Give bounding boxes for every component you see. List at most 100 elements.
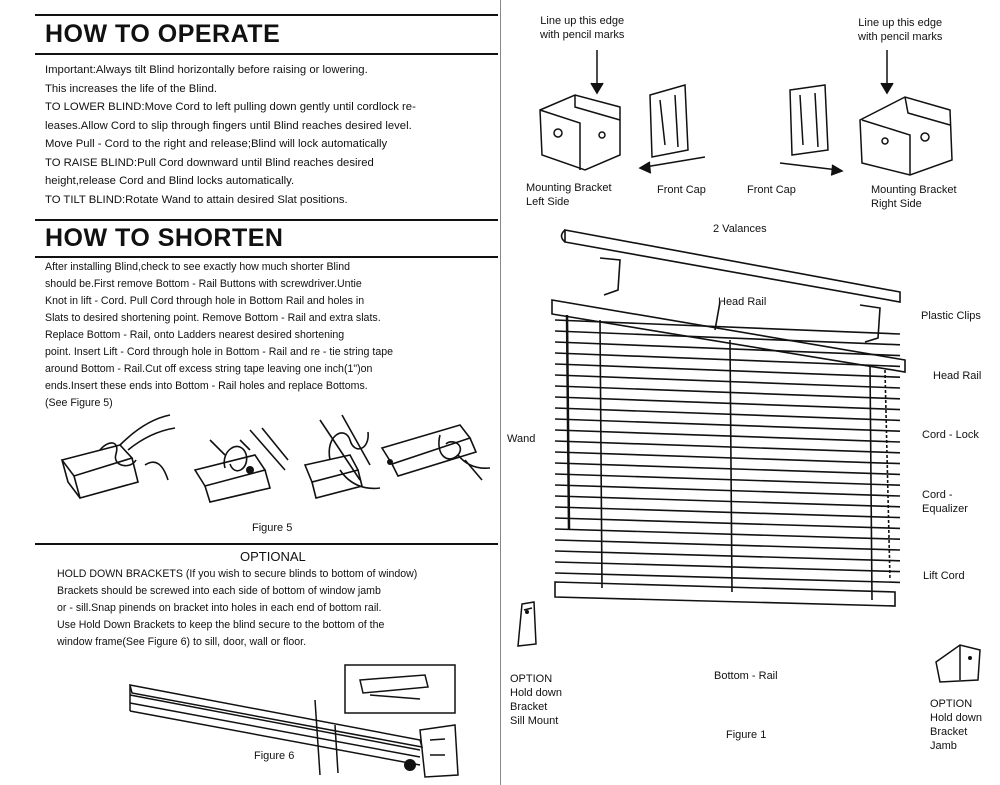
blind-slat xyxy=(554,341,901,357)
operate-line: Important:Always tilt Blind horizontally… xyxy=(45,64,368,76)
figure6-illustration xyxy=(128,664,459,778)
operate-text: Important:Always tilt Blind horizontally… xyxy=(45,61,416,209)
label-line: Bracket xyxy=(510,701,548,713)
operate-line: height,release Cord and Blind locks auto… xyxy=(45,175,295,187)
blind-slat xyxy=(554,363,901,378)
operate-line: TO RAISE BLIND:Pull Cord downward until … xyxy=(45,156,374,169)
operate-line: Move Pull - Cord to the right and releas… xyxy=(45,138,388,150)
blind-slat xyxy=(554,429,901,443)
blind-slat xyxy=(554,517,901,530)
bottom-rail-label: Bottom - Rail xyxy=(714,670,778,682)
shorten-line: ends.Insert these ends into Bottom - Rai… xyxy=(45,380,368,392)
blind-slat xyxy=(554,572,901,584)
label-line: Hold down xyxy=(930,712,982,724)
column-divider xyxy=(500,0,501,785)
blind-slat xyxy=(554,473,901,486)
shorten-line: should be.First remove Bottom - Rail But… xyxy=(45,278,362,290)
label-line: Jamb xyxy=(930,740,957,752)
cord-equalizer-label: Cord - Equalizer xyxy=(922,488,968,516)
operate-line: leases.Allow Cord to slip through finger… xyxy=(45,119,412,132)
label-line: OPTION xyxy=(510,673,553,685)
blind-slat xyxy=(554,319,901,335)
label-line: Left Side xyxy=(526,196,570,208)
label-line: Right Side xyxy=(871,198,922,210)
label-line: Hold down xyxy=(510,687,562,699)
blind-slat xyxy=(554,418,901,432)
shorten-text: After installing Blind,check to see exac… xyxy=(45,259,393,412)
blind-slat xyxy=(554,462,901,476)
shorten-heading: HOW TO SHORTEN xyxy=(45,224,284,252)
optional-text: HOLD DOWN BRACKETS (If you wish to secur… xyxy=(57,566,417,651)
optional-line: Brackets should be screwed into each sid… xyxy=(57,585,381,597)
figure5-caption: Figure 5 xyxy=(252,522,293,534)
blind-slat xyxy=(554,385,901,400)
front-cap-left-label: Front Cap xyxy=(657,184,706,196)
label-line: Mounting Bracket xyxy=(871,184,957,196)
optional-line: Use Hold Down Brackets to keep the blind… xyxy=(57,619,385,631)
operate-line: TO LOWER BLIND:Move Cord to left pulling… xyxy=(45,101,416,113)
blind-illustration xyxy=(551,229,906,607)
blind-slat xyxy=(554,451,901,465)
label-line: Sill Mount xyxy=(510,715,559,727)
blind-slat xyxy=(554,440,901,454)
operate-heading: HOW TO OPERATE xyxy=(45,20,281,48)
blind-slat xyxy=(554,539,901,551)
wand-label: Wand xyxy=(507,433,536,445)
shorten-line: around Bottom - Rail.Cut off excess stri… xyxy=(45,363,373,375)
operate-line: TO TILT BLIND:Rotate Wand to attain desi… xyxy=(45,193,348,206)
head-rail-top-label: Head Rail xyxy=(718,296,767,308)
head-rail-side-label: Head Rail xyxy=(933,370,982,382)
blind-slat xyxy=(554,484,901,497)
label-line: OPTION xyxy=(930,698,973,710)
blind-slat xyxy=(554,396,901,411)
top-rule xyxy=(35,14,498,16)
optional-rule xyxy=(35,543,498,545)
shorten-line: Knot in lift - Cord. Pull Cord through h… xyxy=(45,295,365,307)
blind-slat xyxy=(554,528,901,540)
label-line: with pencil marks xyxy=(858,31,943,43)
option-jamb-label: OPTION Hold down Bracket Jamb xyxy=(930,697,982,753)
label-line: Cord - xyxy=(922,489,953,501)
mounting-brackets-illustration xyxy=(539,50,953,176)
label-line: Bracket xyxy=(930,726,968,738)
plastic-clips-label: Plastic Clips xyxy=(921,310,981,322)
mount-left-label: Mounting Bracket Left Side xyxy=(526,181,612,209)
label-line: Line up this edge xyxy=(858,17,943,29)
shorten-line: After installing Blind,check to see exac… xyxy=(45,261,351,273)
label-line: with pencil marks xyxy=(540,29,625,41)
blind-slat xyxy=(554,407,901,422)
lift-cord-label: Lift Cord xyxy=(923,570,965,582)
blind-slat xyxy=(554,561,901,573)
line-up-left-label: Line up this edge with pencil marks xyxy=(540,14,624,42)
shorten-line: (See Figure 5) xyxy=(45,397,113,409)
option-sill-label: OPTION Hold down Bracket Sill Mount xyxy=(510,672,562,728)
figure6-caption: Figure 6 xyxy=(254,750,295,762)
shorten-rule xyxy=(35,256,498,258)
front-cap-right-label: Front Cap xyxy=(747,184,796,196)
blind-slat xyxy=(554,506,901,519)
blind-slat xyxy=(554,330,901,346)
optional-line: window frame(See Figure 6) to sill, door… xyxy=(57,636,307,648)
label-line: Line up this edge xyxy=(540,15,625,27)
optional-line: or - sill.Snap pinends on bracket into h… xyxy=(57,602,382,614)
cord-lock-label: Cord - Lock xyxy=(922,429,979,441)
sill-bracket-icon xyxy=(517,601,537,647)
label-line: Equalizer xyxy=(922,503,968,515)
figure5-illustration xyxy=(60,414,491,503)
valances-label: 2 Valances xyxy=(713,223,767,235)
shorten-line: point. Insert Lift - Cord through hole i… xyxy=(45,346,394,358)
blind-slat xyxy=(554,550,901,562)
operate-rule xyxy=(35,53,498,55)
shorten-line: Slats to desired shortening point. Remov… xyxy=(45,312,381,324)
blind-slat xyxy=(554,495,901,508)
shorten-line: Replace Bottom - Rail, onto Ladders near… xyxy=(45,329,345,341)
operate-line: This increases the life of the Blind. xyxy=(45,82,218,95)
line-up-right-label: Line up this edge with pencil marks xyxy=(858,16,942,44)
blind-slat xyxy=(554,374,901,389)
optional-heading: OPTIONAL xyxy=(240,549,306,564)
optional-line: HOLD DOWN BRACKETS (If you wish to secur… xyxy=(57,568,418,580)
shorten-top-rule xyxy=(35,219,498,221)
label-line: Mounting Bracket xyxy=(526,182,612,194)
mount-right-label: Mounting Bracket Right Side xyxy=(871,183,957,211)
jamb-bracket-icon xyxy=(935,644,981,683)
